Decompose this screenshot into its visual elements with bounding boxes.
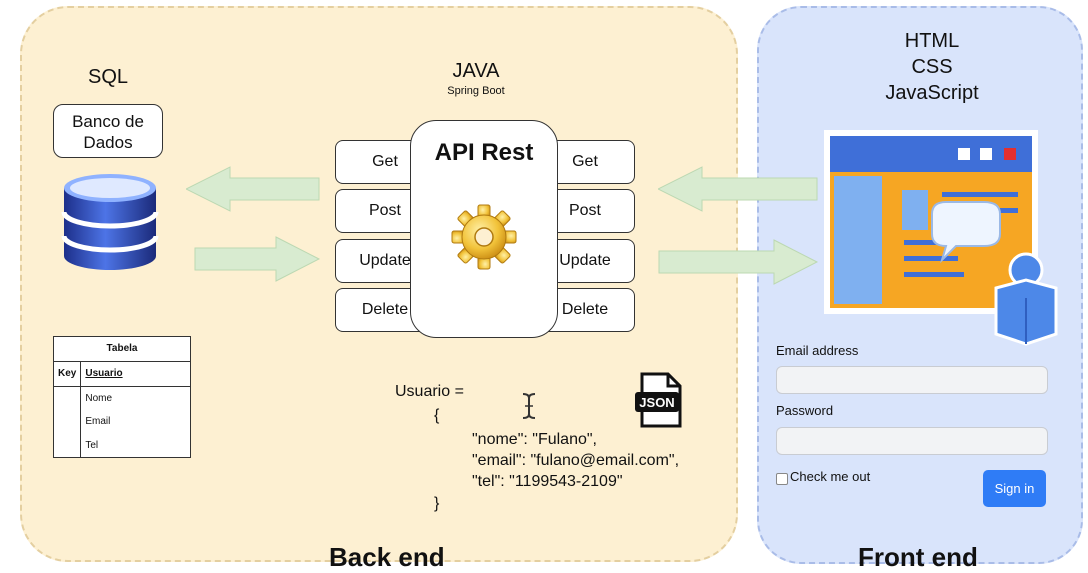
text-cursor-icon — [522, 393, 536, 419]
tech-html: HTML — [904, 30, 960, 52]
table-name-header: Usuario — [80, 360, 191, 387]
frontend-label: Front end — [858, 542, 978, 572]
database-icon — [61, 174, 159, 270]
arrow-to-database — [186, 166, 320, 212]
email-label: Email address — [776, 343, 859, 358]
table-field-tel: Tel — [80, 433, 191, 459]
json-usuario-label: Usuario = — [395, 383, 464, 400]
json-open-brace: { — [434, 407, 440, 424]
arrow-to-frontend — [658, 239, 818, 285]
web-page-user-icon — [824, 130, 1058, 346]
password-field[interactable] — [776, 427, 1048, 455]
json-close-brace: } — [434, 495, 440, 512]
gear-icon — [451, 204, 517, 270]
table-key-cell — [52, 385, 82, 459]
sql-title: SQL — [87, 66, 129, 88]
password-label: Password — [776, 403, 834, 418]
sign-in-button[interactable]: Sign in — [983, 470, 1046, 507]
table-key-header: Key — [52, 360, 82, 387]
tech-css: CSS — [911, 56, 953, 78]
arrow-from-database — [194, 236, 320, 282]
json-line-email: "email": "fulano@email.com", — [472, 452, 680, 469]
table-field-email: Email — [80, 410, 191, 434]
json-line-nome: "nome": "Fulano", — [472, 431, 597, 448]
tech-javascript: JavaScript — [885, 82, 979, 104]
table-title: Tabela — [53, 336, 191, 362]
json-line-tel: "tel": "1199543-2109" — [472, 473, 623, 490]
email-field[interactable] — [776, 366, 1048, 394]
spring-boot-subtitle: Spring Boot — [447, 85, 505, 97]
json-file-icon: JSON — [635, 372, 682, 428]
table-field-nome: Nome — [80, 385, 191, 411]
arrow-from-frontend — [658, 166, 818, 212]
json-icon-label: JSON — [639, 395, 674, 410]
check-me-out-label: Check me out — [790, 469, 871, 484]
check-me-out-checkbox[interactable] — [776, 473, 788, 485]
usuario-table: Tabela Key Usuario Nome Email Tel — [52, 336, 191, 459]
java-title: JAVA — [452, 60, 500, 82]
database-label-box: Banco de Dados — [53, 104, 163, 158]
api-rest-title: API Rest — [434, 139, 534, 166]
backend-section — [20, 6, 738, 562]
backend-label: Back end — [329, 542, 445, 572]
